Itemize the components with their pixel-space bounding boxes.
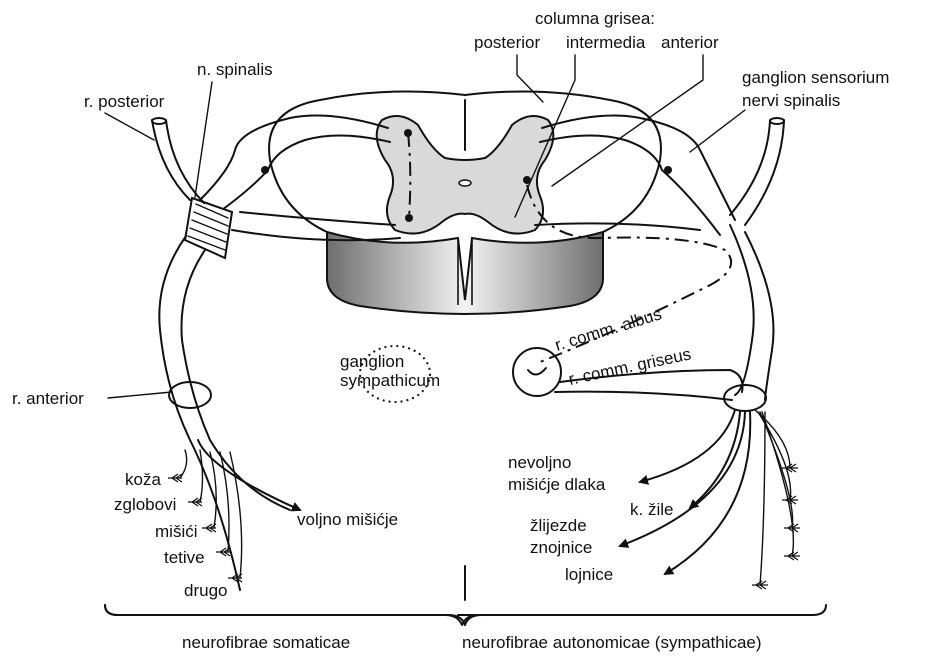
left-r-anterior-inner (181, 250, 290, 510)
label-zlijezde: žlijezde (530, 516, 587, 535)
label-ganglion-sensorium: ganglion sensorium (742, 68, 889, 87)
label-neurofibrae-autonomicae: neurofibrae autonomicae (sympathicae) (462, 633, 762, 652)
label-neurofibrae-somaticae: neurofibrae somaticae (182, 633, 350, 652)
right-r-anterior-b (745, 232, 773, 400)
right-r-posterior-b (745, 120, 784, 225)
voljno-arrow (198, 440, 300, 510)
right-fibre-1 (755, 410, 790, 468)
label-misici: mišići (155, 522, 198, 541)
label-r-comm-griseus: r. comm. griseus (567, 344, 693, 389)
label-nervi-spinalis: nervi spinalis (742, 91, 840, 110)
left-sensory-ganglion-cell (261, 166, 269, 174)
right-r-posterior-a (730, 120, 770, 215)
label-r-anterior: r. anterior (12, 389, 84, 408)
koza-fibre (180, 450, 187, 478)
left-anterior-ring (169, 382, 211, 408)
r-comm-griseus-line-lower (555, 392, 732, 400)
right-sympathetic-ganglion (513, 348, 561, 396)
zlijezde-arrow (620, 412, 745, 546)
ganglion-synapse (528, 368, 546, 375)
zglobovi-fibre (200, 450, 203, 502)
label-znojnice: znojnice (530, 538, 592, 557)
label-sympathicum: sympathicum (340, 371, 440, 390)
right-fibre-5 (760, 412, 765, 585)
label-columna-grisea: columna grisea: (535, 9, 655, 28)
label-k-zile: k. žile (630, 500, 673, 519)
label-nevoljno: nevoljno (508, 453, 571, 472)
right-anterior-ring (724, 385, 766, 411)
left-r-posterior-a (152, 120, 190, 200)
label-lojnice: lojnice (565, 565, 613, 584)
label-anterior-column: anterior (661, 33, 719, 52)
spinal-cord (269, 91, 661, 314)
anterior-horn-neuron (405, 214, 413, 222)
n-spinalis-leader (195, 82, 212, 197)
r-anterior-leader (108, 392, 172, 398)
central-canal (459, 180, 471, 186)
brace-left (105, 605, 465, 625)
label-tetive: tetive (164, 548, 205, 567)
label-r-posterior: r. posterior (84, 92, 165, 111)
left-r-posterior-b (166, 120, 204, 203)
label-n-spinalis: n. spinalis (197, 60, 273, 79)
label-voljno-misicje: voljno mišićje (297, 510, 398, 529)
label-koza: koža (125, 470, 161, 489)
label-intermedia: intermedia (566, 33, 646, 52)
right-r-posterior-end (770, 118, 784, 124)
label-r-comm-albus: r. comm. albus (553, 304, 664, 354)
ganglion-leader (690, 110, 745, 152)
r-posterior-leader (105, 113, 154, 140)
label-ganglion: ganglion (340, 352, 404, 371)
label-drugo: drugo (184, 581, 227, 600)
right-sensory-ganglion-cell (664, 166, 672, 174)
label-zglobovi: zglobovi (114, 495, 176, 514)
left-r-posterior-end (152, 118, 166, 124)
label-misicje-dlaka: mišićje dlaka (508, 475, 606, 494)
brace-right (465, 605, 826, 625)
right-r-anterior-a (730, 225, 754, 395)
label-posterior: posterior (474, 33, 540, 52)
